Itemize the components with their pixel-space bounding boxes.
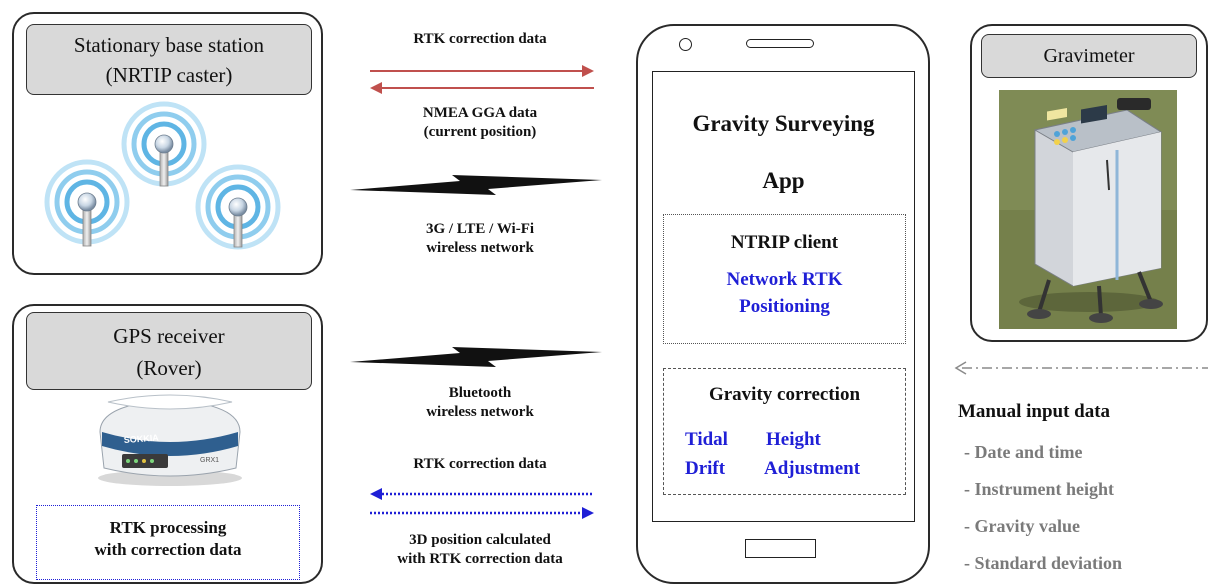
ntrip-line1: Network RTK xyxy=(726,269,843,290)
position-line1: 3D position calculated xyxy=(409,532,551,548)
network-line2: wireless network xyxy=(426,240,534,256)
blue-arrow-right xyxy=(370,507,594,519)
gps-receiver-title-line1: GPS receiver xyxy=(113,324,225,348)
gravity-item-height: Height xyxy=(766,429,821,450)
red-arrow-right xyxy=(370,65,594,77)
manual-input-arrow xyxy=(954,361,1208,375)
ntrip-title: NTRIP client xyxy=(730,232,839,253)
gravity-item-tidal: Tidal xyxy=(685,429,728,450)
top-rtk-label: RTK correction data xyxy=(413,31,547,47)
gps-receiver-title: GPS receiver (Rover) xyxy=(26,312,312,390)
app-title-line2: App xyxy=(762,168,805,193)
gravity-item-drift: Drift xyxy=(685,458,726,479)
network-label: 3G / LTE / Wi-Fi wireless network xyxy=(360,220,600,258)
home-button[interactable] xyxy=(745,539,816,558)
gravimeter-title: Gravimeter xyxy=(981,34,1197,78)
base-station-title-line2: (NRTIP caster) xyxy=(105,63,233,87)
gps-receiver-title-line2: (Rover) xyxy=(136,356,202,380)
speaker-icon xyxy=(746,39,814,48)
bluetooth-label: Bluetooth wireless network xyxy=(360,384,600,422)
gravity-item-adjustment: Adjustment xyxy=(764,458,861,479)
bluetooth-bolt-icon xyxy=(350,347,602,367)
manual-input-item: - Gravity value xyxy=(964,516,1080,536)
manual-input-item: - Standard deviation xyxy=(964,553,1123,573)
gravity-correction-box: Gravity correction xyxy=(663,368,906,495)
nmea-label: NMEA GGA data (current position) xyxy=(360,104,600,142)
manual-input-item: - Instrument height xyxy=(964,479,1115,499)
position-line2: with RTK correction data xyxy=(397,551,563,567)
rtk-processing-line1: RTK processing xyxy=(109,518,227,537)
app-title: Gravity Surveying App xyxy=(652,95,915,209)
position-label: 3D position calculated with RTK correcti… xyxy=(350,531,610,569)
app-title-line1: Gravity Surveying xyxy=(692,111,875,136)
gravimeter-photo xyxy=(999,90,1177,329)
base-station-title-line1: Stationary base station xyxy=(73,33,265,57)
blue-arrow-left xyxy=(370,488,594,500)
phone-screen xyxy=(652,71,915,522)
gravity-correction-title: Gravity correction xyxy=(708,384,861,405)
gravimeter-device-icon xyxy=(999,90,1177,329)
nmea-line2: (current position) xyxy=(423,124,537,140)
network-line1: 3G / LTE / Wi-Fi xyxy=(425,221,535,237)
base-station-title: Stationary base station (NRTIP caster) xyxy=(26,24,312,95)
manual-input-item: - Date and time xyxy=(964,442,1083,462)
manual-input-title: Manual input data xyxy=(958,401,1111,422)
rtk-processing-box: RTK processing with correction data xyxy=(36,505,300,580)
nmea-line1: NMEA GGA data xyxy=(422,105,538,121)
wireless-bolt-icon xyxy=(350,175,602,195)
ntrip-line2: Positioning xyxy=(739,296,830,317)
red-arrow-left xyxy=(370,82,594,94)
bluetooth-line1: Bluetooth xyxy=(448,385,512,401)
camera-icon xyxy=(679,38,692,51)
rtk-processing-line2: with correction data xyxy=(94,540,242,559)
smartphone-frame xyxy=(636,24,930,584)
ntrip-client-box: NTRIP client Network RTK Positioning xyxy=(663,214,906,344)
bluetooth-line2: wireless network xyxy=(426,404,534,420)
bottom-rtk-label: RTK correction data xyxy=(413,456,547,472)
